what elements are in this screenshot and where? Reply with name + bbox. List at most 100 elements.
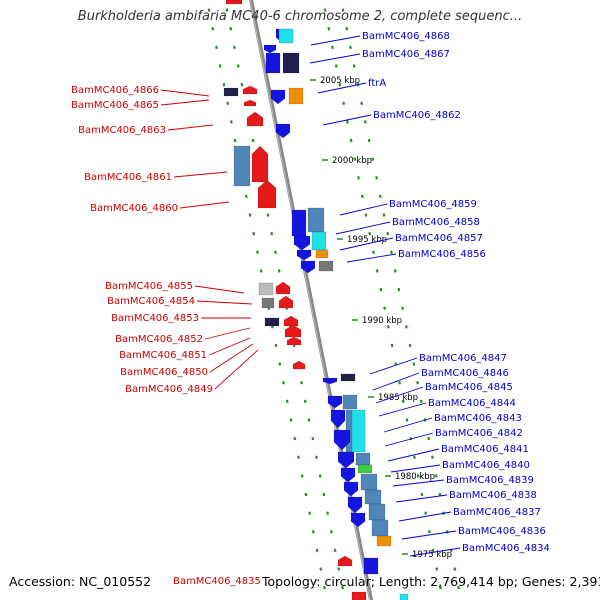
gene-feature-box bbox=[311, 231, 327, 251]
gene-feature-box bbox=[307, 207, 325, 233]
label-leader-line bbox=[204, 327, 251, 340]
forward-gene-arrow bbox=[337, 451, 355, 469]
gene-feature-box bbox=[282, 52, 300, 74]
forward-gene-arrow bbox=[275, 123, 291, 139]
forward-gene-arrow bbox=[270, 89, 286, 105]
gene-label-reverse: BamMC406_4860 bbox=[90, 203, 178, 214]
gene-label-forward: BamMC406_4839 bbox=[446, 475, 534, 486]
gene-feature-box bbox=[288, 87, 304, 105]
gene-label-reverse: BamMC406_4849 bbox=[125, 384, 213, 395]
gene-feature-box bbox=[360, 473, 378, 491]
label-leader-line bbox=[398, 511, 452, 522]
gene-feature-box bbox=[340, 373, 356, 382]
gene-feature-box bbox=[233, 145, 251, 187]
gene-feature-box bbox=[363, 557, 379, 575]
gene-label-reverse: BamMC406_4866 bbox=[71, 85, 159, 96]
gene-label-forward: BamMC406_4868 bbox=[362, 31, 450, 42]
label-leader-line bbox=[387, 448, 440, 462]
gene-label-reverse: BamMC406_4865 bbox=[71, 100, 159, 111]
gene-label-forward: BamMC406_4836 bbox=[458, 526, 546, 537]
gene-label-reverse: BamMC406_4863 bbox=[78, 125, 166, 136]
forward-gene-arrow bbox=[263, 44, 277, 54]
label-leader-line bbox=[392, 479, 445, 487]
gene-feature-box bbox=[223, 87, 239, 97]
label-leader-line bbox=[346, 253, 397, 263]
forward-gene-arrow bbox=[293, 235, 311, 251]
gene-label-forward: BamMC406_4857 bbox=[395, 233, 483, 244]
kbp-tick-label: 2005 kbp bbox=[320, 76, 360, 86]
gene-feature-box bbox=[261, 297, 275, 309]
forward-gene-arrow bbox=[347, 496, 363, 514]
label-leader-line bbox=[339, 237, 394, 251]
label-leader-line bbox=[214, 349, 259, 390]
gene-label-forward: BamMC406_4856 bbox=[398, 249, 486, 260]
forward-gene-arrow bbox=[340, 467, 356, 483]
forward-gene-arrow bbox=[296, 249, 312, 261]
gene-label-forward: BamMC406_4844 bbox=[428, 398, 516, 409]
label-leader-line bbox=[369, 357, 418, 375]
gene-feature-box bbox=[355, 452, 371, 466]
label-leader-line bbox=[179, 201, 230, 209]
kbp-tick-label: 1990 kbp bbox=[362, 316, 402, 326]
forward-gene-arrow bbox=[300, 260, 316, 274]
reverse-gene-arrow bbox=[337, 555, 353, 567]
kbp-tick-label: 1995 kbp bbox=[347, 235, 387, 245]
gene-label-forward: BamMC406_4838 bbox=[449, 490, 537, 501]
gene-feature-box bbox=[291, 209, 307, 237]
gene-feature-box bbox=[258, 282, 274, 296]
gene-feature-box bbox=[265, 52, 281, 74]
gene-feature-box bbox=[264, 317, 280, 327]
label-leader-line bbox=[409, 547, 461, 557]
label-leader-line bbox=[322, 114, 372, 126]
gene-label-forward: BamMC406_4843 bbox=[434, 413, 522, 424]
gene-feature-box bbox=[399, 593, 409, 600]
label-leader-line bbox=[395, 494, 448, 503]
gene-label-reverse: BamMC406_4861 bbox=[84, 172, 172, 183]
reverse-gene-arrow bbox=[246, 111, 264, 127]
reverse-gene-arrow bbox=[283, 315, 299, 327]
gene-label-forward: BamMC406_4840 bbox=[442, 460, 530, 471]
label-leader-line bbox=[173, 171, 228, 178]
gene-label-reverse: BamMC406_4853 bbox=[111, 313, 199, 324]
label-leader-line bbox=[208, 337, 251, 356]
label-leader-line bbox=[390, 464, 441, 473]
gene-label-reverse: BamMC406_4851 bbox=[119, 350, 207, 361]
forward-gene-arrow bbox=[327, 395, 343, 409]
gene-feature-box bbox=[225, 0, 243, 5]
label-leader-line bbox=[372, 372, 420, 391]
forward-gene-arrow bbox=[322, 377, 338, 385]
gene-label-reverse: BamMC406_4850 bbox=[120, 367, 208, 378]
gene-feature-box bbox=[357, 464, 373, 474]
gene-feature-box bbox=[371, 519, 389, 537]
partial-gene-label: BamMC406_4835 bbox=[173, 576, 261, 587]
label-leader-line bbox=[309, 53, 361, 64]
gene-label-forward: ftrA bbox=[368, 78, 386, 89]
label-leader-line bbox=[383, 417, 433, 433]
gene-feature-box bbox=[368, 503, 386, 521]
gene-label-forward: BamMC406_4862 bbox=[373, 110, 461, 121]
kbp-tick-label: 1980 kbp bbox=[395, 472, 435, 482]
forward-gene-arrow bbox=[343, 481, 359, 497]
gene-label-forward: BamMC406_4842 bbox=[435, 428, 523, 439]
reverse-gene-arrow bbox=[242, 85, 258, 95]
map-title: Burkholderia ambifaria MC40-6 chromosome… bbox=[77, 9, 523, 24]
label-leader-line bbox=[339, 203, 388, 216]
reverse-gene-arrow bbox=[292, 360, 306, 370]
reverse-gene-arrow bbox=[286, 336, 302, 346]
gene-feature-box bbox=[315, 249, 329, 259]
gene-label-forward: BamMC406_4837 bbox=[453, 507, 541, 518]
gene-label-reverse: BamMC406_4852 bbox=[115, 334, 203, 345]
label-leader-line bbox=[310, 35, 361, 46]
gene-label-reverse: BamMC406_4854 bbox=[107, 296, 195, 307]
reverse-gene-arrow bbox=[275, 281, 291, 295]
label-leader-line bbox=[160, 99, 210, 106]
label-leader-line bbox=[194, 285, 245, 294]
gene-label-forward: BamMC406_4834 bbox=[462, 543, 550, 554]
kbp-tick-label: 1985 kbp bbox=[378, 393, 418, 403]
gene-label-forward: BamMC406_4867 bbox=[362, 49, 450, 60]
gene-feature-box bbox=[351, 591, 367, 600]
gene-feature-box bbox=[278, 28, 294, 44]
label-leader-line bbox=[335, 221, 391, 235]
forward-gene-arrow bbox=[333, 429, 351, 451]
